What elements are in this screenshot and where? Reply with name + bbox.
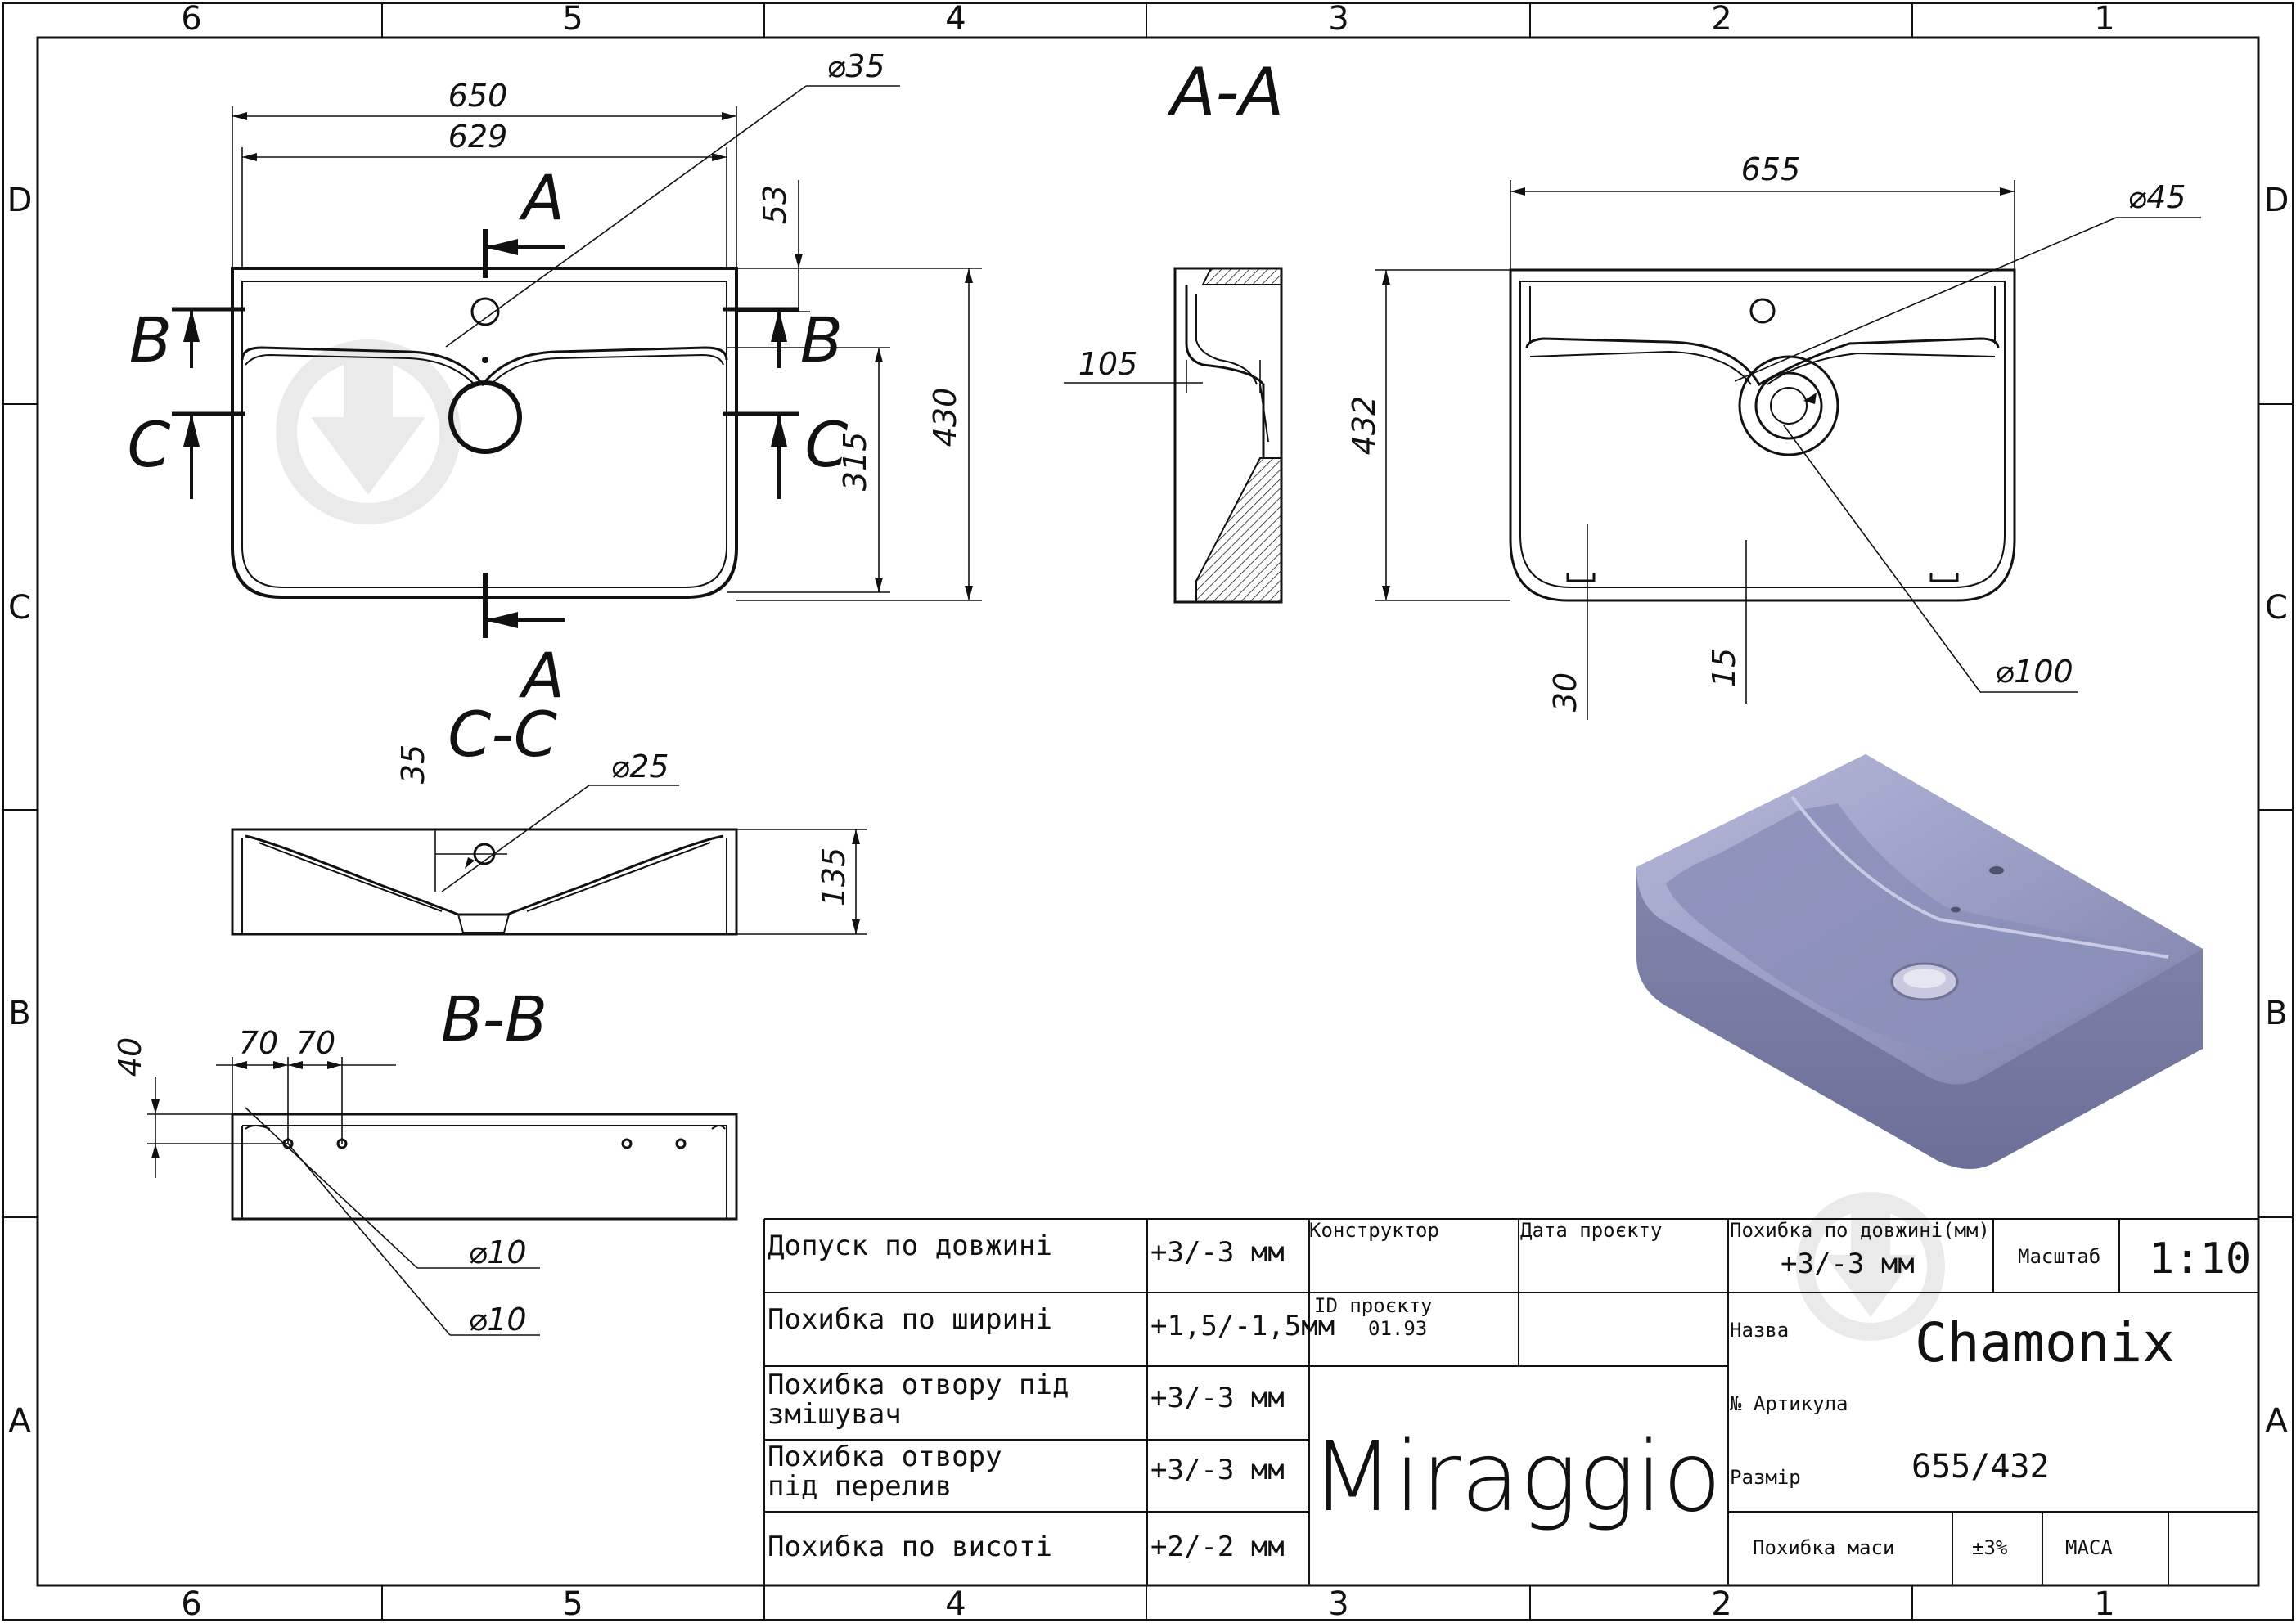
dim-15: 15 xyxy=(1706,648,1742,687)
row-label-right-a: A xyxy=(2265,1402,2288,1440)
tol-value-height: +2/-2 мм xyxy=(1150,1531,1285,1563)
mass-tol-label: Похибка маси xyxy=(1753,1536,1894,1559)
col-label-bottom-5: 5 xyxy=(562,1585,583,1623)
cut-label-a-top: A xyxy=(518,161,565,234)
project-date-label: Дата проєкту xyxy=(1520,1219,1662,1242)
row-label-left-d: D xyxy=(7,182,33,219)
row-label-left-c: C xyxy=(8,589,31,627)
row-label-right-c: C xyxy=(2265,589,2288,627)
article-label: № Артикула xyxy=(1730,1392,1848,1415)
mass-tol-value: ±3% xyxy=(1972,1536,2008,1559)
dim-629: 629 xyxy=(448,119,508,155)
dim-650: 650 xyxy=(448,78,508,114)
dim-70a: 70 xyxy=(239,1025,278,1061)
side-view: 105 xyxy=(1064,267,1283,604)
dim-432: 432 xyxy=(1346,396,1382,456)
tol-value-width: +1,5/-1,5мм xyxy=(1150,1310,1335,1342)
dim-135: 135 xyxy=(816,847,852,907)
col-label-bottom-3: 3 xyxy=(1328,1585,1348,1623)
tol-value-length: +3/-3 мм xyxy=(1150,1236,1285,1269)
col-label-bottom-1: 1 xyxy=(2094,1585,2114,1623)
dim-315: 315 xyxy=(837,432,873,492)
top-view: A A B B C C 650 62 xyxy=(127,48,982,712)
col-label-bottom-2: 2 xyxy=(1711,1585,1731,1623)
col-label-bottom-4: 4 xyxy=(945,1585,966,1623)
project-id-value: 01.93 xyxy=(1368,1317,1427,1340)
section-cc: C-C 35 ⌀25 135 xyxy=(231,698,867,936)
length-tol-value: +3/-3 мм xyxy=(1781,1248,1915,1280)
row-label-right-d: D xyxy=(2264,182,2289,219)
cut-label-b-left: B xyxy=(129,303,172,376)
tol-label-length: Допуск по довжині xyxy=(768,1230,1052,1262)
tol-label-overflow-1: Похибка отвору xyxy=(768,1441,1002,1473)
dim-d10a: ⌀10 xyxy=(468,1234,526,1270)
dim-d10b: ⌀10 xyxy=(468,1302,526,1338)
tol-label-height: Похибка по висоті xyxy=(768,1531,1052,1563)
col-label-top-4: 4 xyxy=(945,0,966,38)
title-block: Допуск по довжині +3/-3 мм Похибка по ши… xyxy=(763,1218,2258,1585)
watermark-logo xyxy=(276,339,1945,1341)
project-id-label: ID проєкту xyxy=(1314,1294,1433,1317)
dim-d45: ⌀45 xyxy=(2127,179,2186,215)
section-cc-title: C-C xyxy=(448,698,557,771)
tol-label-width: Похибка по ширині xyxy=(768,1303,1052,1336)
name-label: Назва xyxy=(1730,1319,1789,1342)
col-label-top-2: 2 xyxy=(1711,0,1731,38)
designer-label: Конструктор xyxy=(1309,1219,1439,1242)
tol-value-mixer-hole: +3/-3 мм xyxy=(1150,1382,1285,1414)
row-label-left-b: B xyxy=(8,995,30,1032)
dim-cc-35: 35 xyxy=(395,744,431,784)
row-label-left-a: A xyxy=(8,1402,31,1440)
row-label-right-b: B xyxy=(2265,995,2287,1032)
dim-53: 53 xyxy=(757,185,793,224)
brand-logo-text: Miraggio xyxy=(1311,1420,1722,1533)
dim-bb-40: 40 xyxy=(112,1037,148,1077)
dim-d25: ⌀25 xyxy=(610,749,669,785)
col-label-bottom-6: 6 xyxy=(181,1585,201,1623)
col-label-top-6: 6 xyxy=(181,0,201,38)
cut-label-c-left: C xyxy=(127,408,170,481)
dim-430: 430 xyxy=(927,388,963,447)
tol-value-overflow: +3/-3 мм xyxy=(1150,1454,1285,1486)
scale-value: 1:10 xyxy=(2149,1234,2251,1284)
name-value: Chamonix xyxy=(1915,1311,2175,1374)
section-bb-title: B-B xyxy=(441,982,547,1055)
dim-d100: ⌀100 xyxy=(1995,654,2073,690)
tol-label-overflow-2: під перелив xyxy=(768,1470,952,1503)
cut-label-b-right: B xyxy=(800,303,843,376)
col-label-top-1: 1 xyxy=(2094,0,2114,38)
cut-label-a-bottom: A xyxy=(518,639,565,712)
mass-label: МАСА xyxy=(2065,1536,2113,1559)
size-label: Размір xyxy=(1730,1466,1801,1489)
length-tol-label: Похибка по довжині(мм) xyxy=(1730,1219,1990,1242)
scale-label: Масштаб xyxy=(2018,1245,2100,1268)
dim-30: 30 xyxy=(1547,672,1583,712)
tol-label-mixer-hole-2: змішувач xyxy=(768,1398,902,1431)
dim-70b: 70 xyxy=(296,1025,335,1061)
cut-label-c-right: C xyxy=(804,408,848,481)
section-aa-title: A-A xyxy=(1167,54,1284,130)
section-aa: A-A 655 ⌀45 432 30 xyxy=(1167,54,2201,720)
tol-label-mixer-hole-1: Похибка отвору під xyxy=(768,1369,1069,1401)
size-value: 655/432 xyxy=(1911,1448,2050,1486)
col-label-top-3: 3 xyxy=(1328,0,1348,38)
basin-3d-render xyxy=(1636,754,2203,1169)
dim-d35: ⌀35 xyxy=(826,48,885,84)
dim-655: 655 xyxy=(1741,151,1801,187)
section-bb: B-B 40 70 70 ⌀10 ⌀10 xyxy=(112,982,738,1338)
col-label-top-5: 5 xyxy=(562,0,583,38)
dim-105: 105 xyxy=(1078,346,1138,382)
